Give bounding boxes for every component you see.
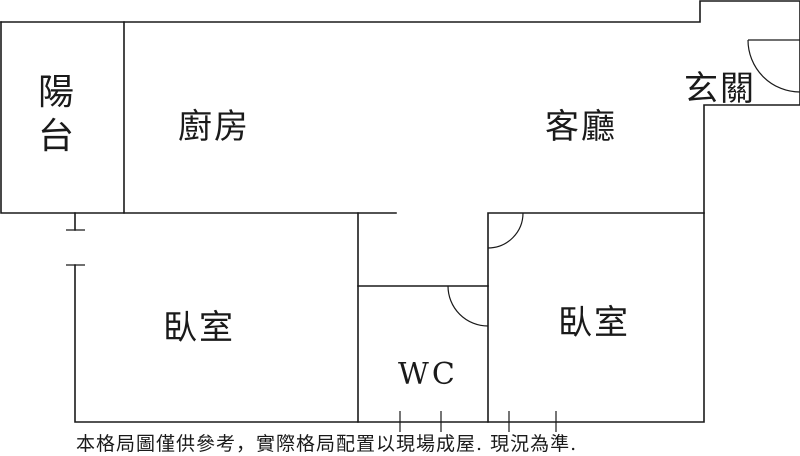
bedroom-left-label: 臥室 <box>163 308 235 348</box>
balcony-label: 陽台 <box>37 72 74 157</box>
wc-door-swing <box>447 285 489 327</box>
entrance-label: 玄關 <box>684 69 756 109</box>
sliding-door-marks <box>66 229 85 266</box>
bedroom-right-door-swing <box>487 212 524 249</box>
bedroom-right-label: 臥室 <box>558 303 630 343</box>
wc-wall <box>357 285 489 423</box>
kitchen-label: 廚房 <box>178 107 250 147</box>
door-swings <box>447 39 800 327</box>
bathroom-label: WC <box>398 357 458 392</box>
left-bedroom-wall <box>74 212 359 423</box>
living-room-label: 客廳 <box>545 107 617 147</box>
disclaimer-note: 本格局圖僅供參考，實際格局配置以現場成屋. 現況為準. <box>76 433 578 455</box>
entrance-door-swing <box>747 39 800 93</box>
balcony-wall <box>0 21 125 214</box>
bottom-ticks <box>399 411 557 432</box>
walls <box>0 0 800 423</box>
outer-wall-top <box>0 0 800 214</box>
